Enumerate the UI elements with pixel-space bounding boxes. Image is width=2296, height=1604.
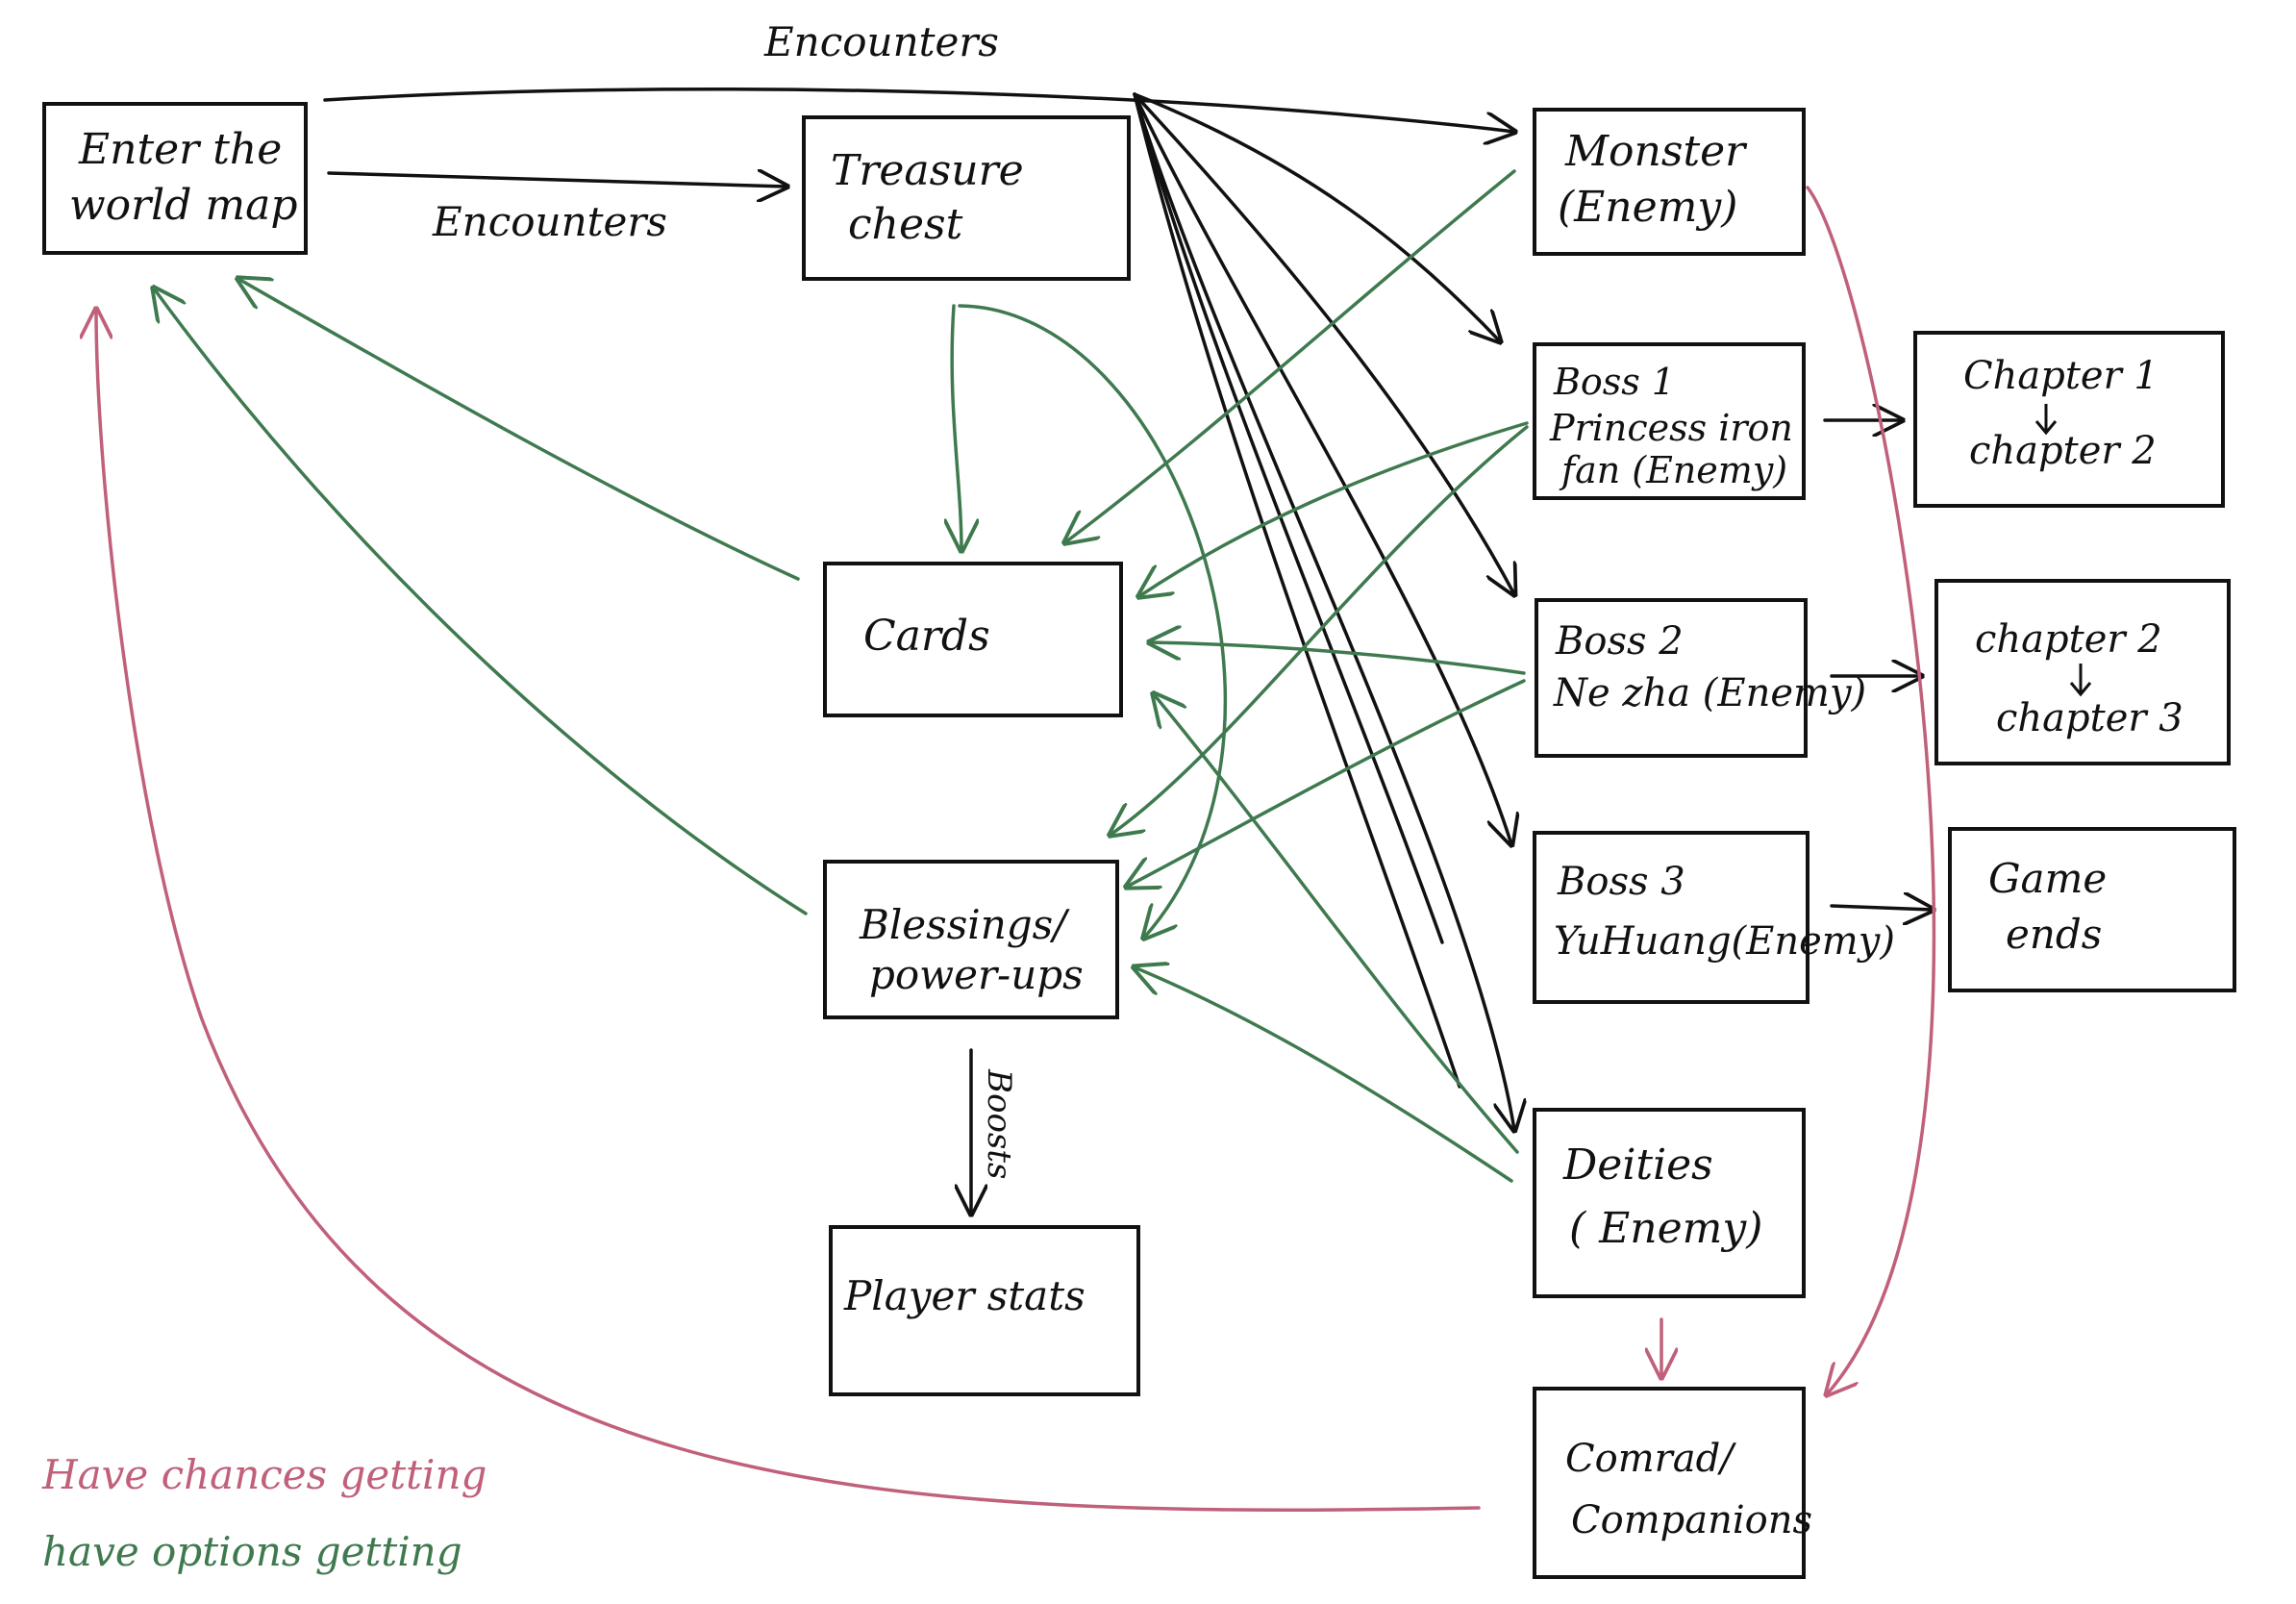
node-treasure-chest-line2: chest	[848, 200, 963, 249]
node-boss3-line1: Boss 3	[1557, 860, 1685, 904]
edge-deities-to-cards	[1154, 694, 1519, 1154]
encounter-edges	[323, 88, 1933, 1214]
edge-monster-to-cards	[1065, 169, 1516, 542]
edge-boss2-to-cards	[1150, 642, 1526, 675]
edge-world-to-monster	[323, 88, 1514, 132]
svg-text:Monster(Enemy): Monster (Enemy)	[1558, 127, 1748, 232]
legend-chances: Have chances getting	[41, 1451, 487, 1498]
down-arrow-icon	[2069, 664, 2092, 697]
node-world-map-line1: Enter the	[78, 125, 282, 174]
node-world-map-line2: world map	[69, 181, 298, 230]
node-comrad-line1: Comrad/	[1565, 1437, 1736, 1481]
edge-hub-to-boss3	[1133, 92, 1511, 844]
node-player-stats[interactable]: Player stats	[829, 1225, 1140, 1396]
node-deities-line2: ( Enemy)	[1569, 1204, 1762, 1253]
node-comrad-line2: Companions	[1571, 1498, 1812, 1542]
svg-text:Player stats: Player stats	[843, 1272, 1086, 1319]
node-blessings-line1: Blessings/	[859, 901, 1070, 948]
node-boss2-line1: Boss 2	[1555, 619, 1684, 664]
svg-text:Blessings/power-ups: Blessings/power-ups	[859, 901, 1084, 998]
node-game-ends[interactable]: Game ends	[1948, 827, 2236, 992]
node-chapter1[interactable]: Chapter 1 chapter 2	[1913, 331, 2225, 508]
edge-label-encounters-top: Encounters	[763, 18, 999, 65]
node-monster-line2: (Enemy)	[1558, 183, 1737, 232]
node-boss3-line2: YuHuang(Enemy)	[1554, 919, 1895, 964]
edge-boss2-to-blessings	[1127, 679, 1526, 887]
edge-hub-to-boss1	[1133, 92, 1500, 341]
edge-label-encounters-mid: Encounters	[432, 198, 667, 245]
node-boss3[interactable]: Boss 3 YuHuang(Enemy)	[1533, 831, 1895, 1004]
edge-boss3-to-gameends	[1830, 906, 1933, 910]
chance-edges	[96, 186, 1936, 1512]
node-boss1-line2: Princess iron	[1549, 407, 1793, 449]
node-monster-line1: Monster	[1564, 127, 1748, 176]
node-boss1-line3: fan (Enemy)	[1559, 449, 1787, 491]
option-edges	[154, 169, 1529, 1183]
edge-blessings-to-worldmap	[154, 288, 808, 915]
node-treasure-chest[interactable]: Treasure chest	[802, 115, 1131, 281]
legend-options: have options getting	[42, 1528, 462, 1575]
edge-deities-to-blessings	[1135, 967, 1513, 1183]
node-game-ends-line2: ends	[2006, 911, 2102, 958]
node-chapter1-line1: Chapter 1	[1963, 354, 2159, 398]
svg-text:Cards: Cards	[863, 612, 990, 661]
edge-boss1-to-cards	[1139, 421, 1529, 596]
edge-hub-extra	[1133, 92, 1444, 944]
node-cards-line1: Cards	[863, 612, 990, 661]
edge-hub-to-boss2	[1133, 92, 1514, 594]
svg-text:Boss 2Ne zha (Enemy): Boss 2 Ne zha (Enemy)	[1553, 619, 1866, 715]
edge-hub-to-deities	[1133, 92, 1514, 1130]
node-boss2[interactable]: Boss 2 Ne zha (Enemy)	[1535, 598, 1866, 758]
node-deities-line1: Deities	[1562, 1140, 1713, 1190]
node-cards[interactable]: Cards	[823, 562, 1123, 717]
node-comrad[interactable]: Comrad/Companions	[1533, 1387, 1812, 1579]
down-arrow-icon	[2034, 404, 2058, 436]
edge-cards-to-worldmap	[238, 279, 800, 581]
node-chapter2-line1: chapter 2	[1975, 617, 2162, 662]
node-blessings-line2: power-ups	[869, 951, 1084, 998]
node-boss1-line1: Boss 1	[1553, 361, 1675, 403]
edge-hub-to-comrad	[1133, 92, 1461, 1089]
edge-boss1-to-blessings	[1111, 425, 1529, 835]
svg-text:Comrad/Companions: Comrad/Companions	[1565, 1437, 1812, 1542]
node-deities[interactable]: Deities ( Enemy)	[1533, 1108, 1806, 1298]
node-chapter1-line2: chapter 2	[1969, 429, 2157, 473]
node-world-map[interactable]: Enter the world map	[42, 102, 308, 255]
edge-world-to-treasure	[327, 173, 786, 187]
edge-monster-to-comrad	[1806, 186, 1936, 1394]
node-blessings[interactable]: Blessings/power-ups	[823, 860, 1119, 1019]
node-player-stats-line1: Player stats	[843, 1272, 1086, 1319]
node-chapter2[interactable]: chapter 2 chapter 3	[1934, 579, 2231, 765]
legend: Have chances getting have options gettin…	[41, 1451, 487, 1575]
node-monster[interactable]: Monster (Enemy)	[1533, 108, 1806, 256]
node-treasure-chest-line1: Treasure	[831, 146, 1024, 195]
edge-label-boosts: Boosts	[980, 1068, 1018, 1179]
node-chapter2-line2: chapter 3	[1996, 696, 2184, 740]
svg-text:Deities( Enemy): Deities ( Enemy)	[1562, 1140, 1762, 1253]
node-game-ends-line1: Game	[1988, 855, 2107, 902]
node-boss2-line2: Ne zha (Enemy)	[1553, 671, 1866, 715]
edge-treasure-to-cards	[952, 304, 961, 550]
edge-comrad-to-worldmap	[96, 310, 1481, 1512]
edge-treasure-to-blessings	[958, 304, 1228, 938]
